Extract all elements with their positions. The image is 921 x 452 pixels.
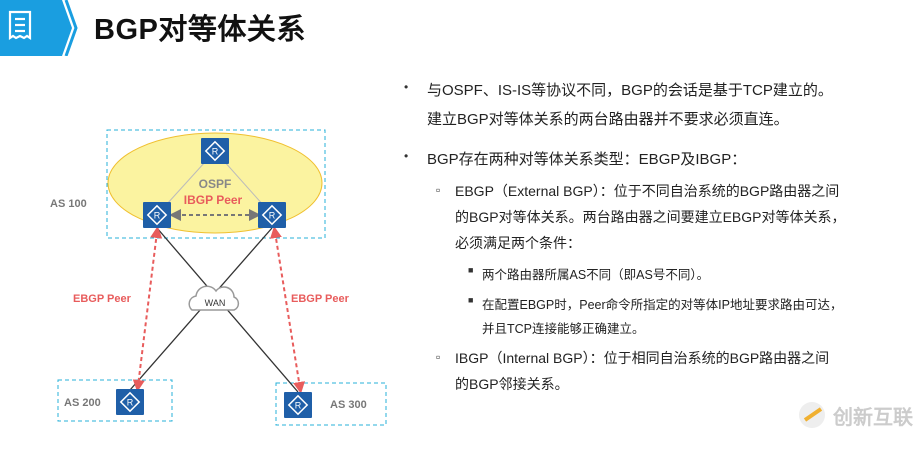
bullet-text: BGP存在两种对等体关系类型：EBGP及IBGP： bbox=[427, 151, 747, 168]
router-icon bbox=[142, 201, 172, 229]
ebgp-link-left bbox=[132, 226, 163, 392]
wan-cloud-icon bbox=[188, 285, 240, 311]
ibgp-label: IBGP Peer bbox=[184, 193, 243, 207]
router-icon bbox=[200, 137, 230, 165]
sub-bullet-text: IBGP（Internal BGP）：位于相同自治系统的BGP路由器之间 bbox=[455, 350, 830, 366]
router-icon bbox=[115, 388, 145, 416]
router-icon bbox=[283, 391, 313, 419]
page-title: BGP对等体关系 bbox=[94, 14, 306, 46]
as300-label: AS 300 bbox=[330, 399, 367, 411]
bullet-text: 与OSPF、IS-IS等协议不同，BGP的会话是基于TCP建立的。 bbox=[427, 82, 833, 99]
router-icon bbox=[257, 201, 287, 229]
as100-label: AS 100 bbox=[50, 198, 87, 210]
condition-text: 并且TCP连接能够正确建立。 bbox=[482, 322, 645, 336]
ebgp-label-left: EBGP Peer bbox=[73, 293, 132, 305]
wan-label: WAN bbox=[205, 298, 226, 308]
as200-box bbox=[57, 379, 173, 422]
ospf-label: OSPF bbox=[199, 177, 232, 191]
sub-bullet-text: 的BGP对等体关系。两台路由器之间要建立EBGP对等体关系， bbox=[455, 209, 846, 225]
sub-bullet-text: 必须满足两个条件： bbox=[455, 235, 581, 251]
bullet-text: 建立BGP对等体关系的两台路由器并不要求必须直连。 bbox=[427, 111, 789, 128]
condition-text: 在配置EBGP时，Peer命令所指定的对等体IP地址要求路由可达， bbox=[482, 298, 843, 312]
header-banner bbox=[0, 0, 78, 56]
watermark: 创新互联 bbox=[797, 400, 913, 430]
as300-box bbox=[275, 382, 387, 426]
document-icon bbox=[8, 10, 32, 41]
condition-text: 两个路由器所属AS不同（即AS号不同）。 bbox=[482, 268, 710, 282]
ebgp-label-right: EBGP Peer bbox=[291, 293, 350, 305]
watermark-logo-icon bbox=[799, 402, 825, 428]
as100-box bbox=[106, 129, 326, 239]
sub-bullet-text: EBGP（External BGP）：位于不同自治系统的BGP路由器之间 bbox=[455, 183, 840, 199]
ebgp-link-right bbox=[270, 226, 305, 394]
as200-label: AS 200 bbox=[64, 397, 101, 409]
sub-bullet-text: 的BGP邻接关系。 bbox=[455, 376, 569, 392]
bgp-diagram: R WAN OSPF IBGP Peer AS 100 AS 200 AS 30… bbox=[50, 129, 387, 426]
